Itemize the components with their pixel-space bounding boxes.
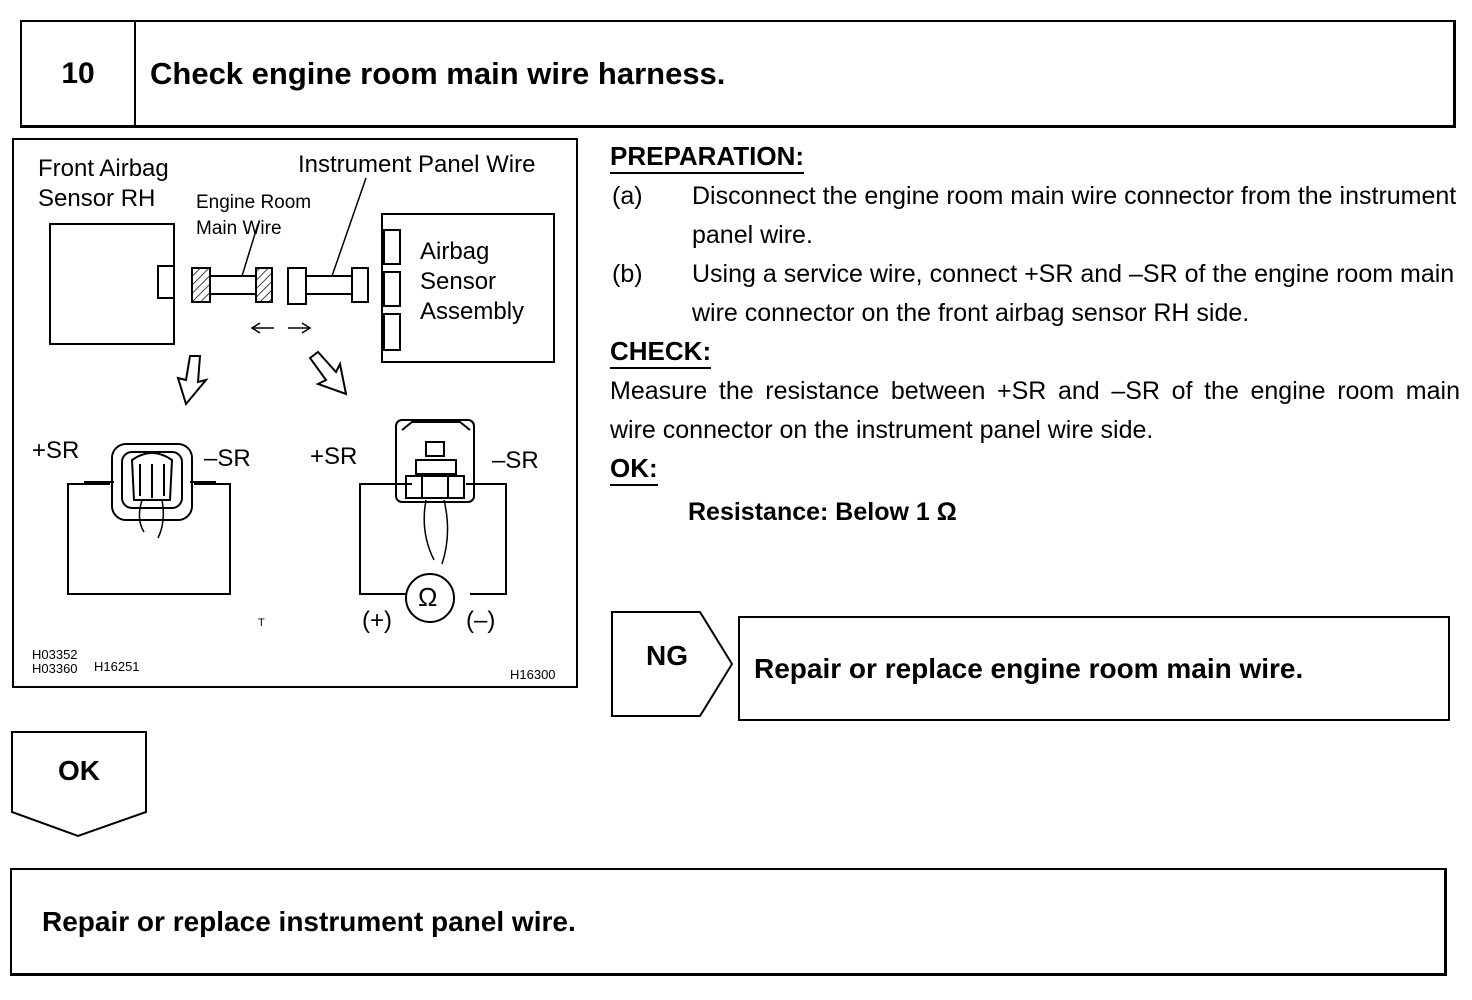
- preparation-step-a: (a) Disconnect the engine room main wire…: [610, 177, 1460, 255]
- engine-room-connector-left: [191, 267, 211, 303]
- step-title: Check engine room main wire harness.: [150, 55, 726, 91]
- figure-code-mid: H16251: [94, 659, 140, 674]
- ohmmeter-circle: [405, 573, 455, 623]
- ng-action-text: Repair or replace engine room main wire.: [754, 652, 1304, 684]
- instrument-panel-connector-right: [351, 267, 369, 303]
- label-front-airbag-sensor-rh: Front Airbag Sensor RH: [38, 155, 169, 212]
- down-arrow-left: [176, 355, 209, 407]
- instrument-panel-wire: [305, 275, 353, 295]
- left-plus-sr-label: +SR: [32, 437, 80, 464]
- check-text: Measure the resistance between +SR and –…: [610, 377, 1460, 444]
- ok-label: OK: [58, 755, 100, 786]
- wiring-diagram-figure: Front Airbag Sensor RH Instrument Panel …: [12, 138, 578, 688]
- engine-room-connector-right: [255, 267, 273, 303]
- ok-heading: OK:: [610, 452, 658, 486]
- right-minus-sr-label: –SR: [492, 447, 539, 474]
- sensor-connector: [157, 265, 175, 299]
- step-letter: (b): [612, 260, 643, 288]
- preparation-step-b: (b) Using a service wire, connect +SR an…: [610, 255, 1460, 333]
- figure-code-right: H16300: [510, 667, 556, 682]
- ok-spec-text: Resistance: Below 1 Ω: [688, 498, 957, 526]
- ng-arrow-shape: [611, 611, 734, 717]
- step-text: Disconnect the engine room main wire con…: [692, 182, 1457, 249]
- label-instrument-panel-wire: Instrument Panel Wire: [298, 151, 536, 178]
- right-service-wire-loop-right: [466, 483, 507, 595]
- label-engine-room-main-wire: Engine Room Main Wire: [196, 192, 312, 239]
- ng-action-box: Repair or replace engine room main wire.: [738, 616, 1450, 721]
- ok-action-text: Repair or replace instrument panel wire.: [42, 905, 576, 937]
- meter-plus-label: (+): [362, 607, 392, 634]
- airbag-sensor-assembly-box: [381, 213, 555, 363]
- step-number: 10: [22, 22, 136, 125]
- instrument-panel-connector-left: [287, 267, 307, 305]
- ohm-symbol: Ω: [418, 582, 438, 612]
- right-plus-sr-label: +SR: [310, 443, 358, 470]
- label-airbag-sensor-assembly: Airbag Sensor Assembly: [420, 238, 525, 325]
- step-text: Using a service wire, connect +SR and –S…: [692, 260, 1455, 327]
- step-header: 10 Check engine room main wire harness.: [20, 20, 1456, 128]
- meter-minus-label: (–): [466, 607, 496, 634]
- instructions-panel: PREPARATION: (a) Disconnect the engine r…: [610, 138, 1460, 532]
- figure-code-left: H03352 H03360: [32, 647, 78, 676]
- engine-room-wire: [209, 275, 257, 295]
- left-service-wire-loop: [67, 483, 231, 595]
- down-arrow-right: [308, 350, 348, 396]
- ok-action-box: Repair or replace instrument panel wire.: [10, 868, 1447, 976]
- preparation-heading: PREPARATION:: [610, 140, 805, 174]
- step-letter: (a): [612, 182, 643, 210]
- left-minus-sr-label: –SR: [204, 445, 251, 472]
- stray-mark: T: [258, 617, 265, 629]
- wiring-diagram-drawing: [49, 177, 555, 623]
- check-heading: CHECK:: [610, 335, 712, 369]
- right-service-wire-loop-left: [359, 483, 412, 595]
- front-airbag-sensor-box: [49, 223, 175, 345]
- ng-label: NG: [646, 640, 688, 671]
- ok-arrow-shape: [11, 731, 147, 838]
